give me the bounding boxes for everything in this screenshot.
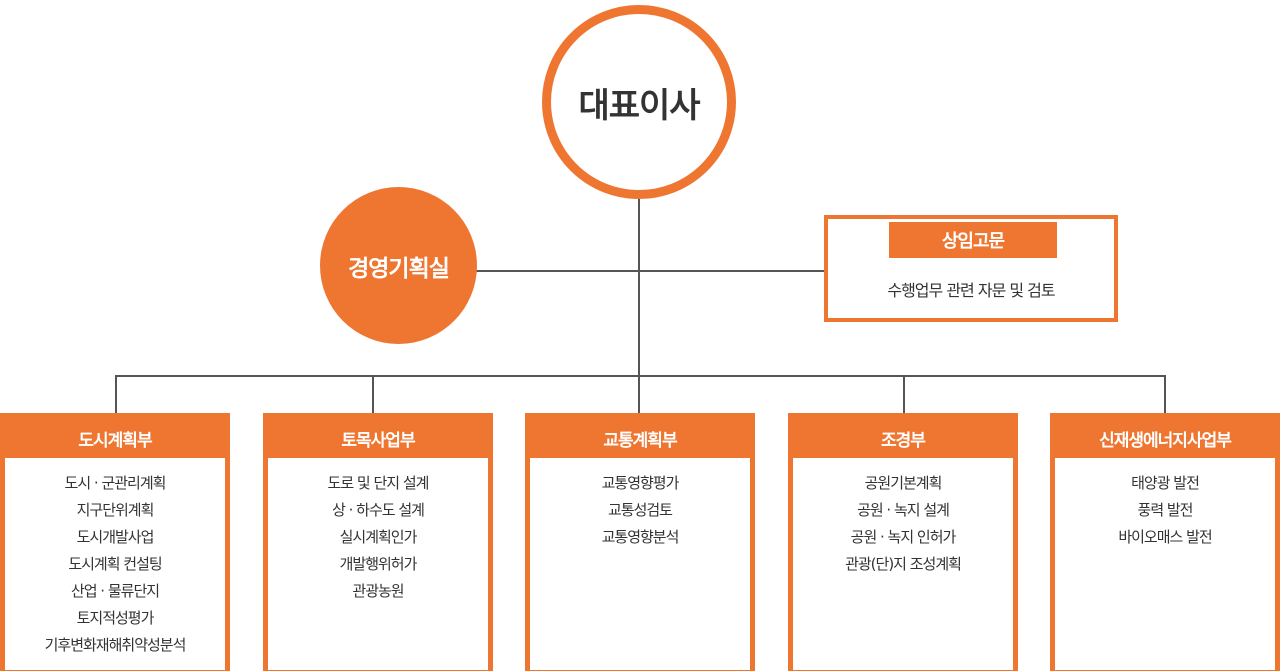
drop-line-1 xyxy=(115,375,117,413)
department-box-urban-planning: 도시계획부 도시 · 군관리계획 지구단위계획 도시개발사업 도시계획 컨설팅 … xyxy=(0,413,230,671)
advisor-title: 상임고문 xyxy=(889,222,1057,258)
department-item-list: 도로 및 단지 설계 상 · 하수도 설계 실시계획인가 개발행위허가 관광농원 xyxy=(268,458,488,605)
department-item: 상 · 하수도 설계 xyxy=(332,501,425,519)
department-item-list: 태양광 발전 풍력 발전 바이오매스 발전 xyxy=(1055,458,1275,551)
department-item: 공원기본계획 xyxy=(864,474,943,492)
department-item: 태양광 발전 xyxy=(1131,474,1200,492)
ceo-node: 대표이사 xyxy=(542,5,736,199)
department-item: 기후변화재해취약성분석 xyxy=(44,636,187,654)
drop-line-4 xyxy=(903,375,905,413)
department-title: 조경부 xyxy=(793,418,1013,458)
department-item: 풍력 발전 xyxy=(1137,501,1194,519)
department-item-list: 공원기본계획 공원 · 녹지 설계 공원 · 녹지 인허가 관광(단)지 조성계… xyxy=(793,458,1013,578)
department-title: 신재생에너지사업부 xyxy=(1055,418,1275,458)
advisor-description: 수행업무 관련 자문 및 검토 xyxy=(887,281,1055,300)
department-title: 도시계획부 xyxy=(5,418,225,458)
drop-line-2 xyxy=(372,375,374,413)
department-item: 교통영향평가 xyxy=(601,474,680,492)
drop-line-5 xyxy=(1164,375,1166,413)
department-item: 도로 및 단지 설계 xyxy=(327,474,430,492)
department-item-list: 도시 · 군관리계획 지구단위계획 도시개발사업 도시계획 컨설팅 산업 · 물… xyxy=(5,458,225,659)
department-item: 도시 · 군관리계획 xyxy=(64,474,167,492)
department-box-civil-engineering: 토목사업부 도로 및 단지 설계 상 · 하수도 설계 실시계획인가 개발행위허… xyxy=(263,413,493,671)
department-box-traffic-planning: 교통계획부 교통영향평가 교통성검토 교통영향분석 xyxy=(525,413,755,671)
department-item: 지구단위계획 xyxy=(76,501,155,519)
department-box-landscape: 조경부 공원기본계획 공원 · 녹지 설계 공원 · 녹지 인허가 관광(단)지… xyxy=(788,413,1018,671)
department-item: 바이오매스 발전 xyxy=(1118,528,1212,546)
department-item: 관광(단)지 조성계획 xyxy=(845,555,962,573)
department-item-list: 교통영향평가 교통성검토 교통영향분석 xyxy=(530,458,750,551)
department-item: 산업 · 물류단지 xyxy=(70,582,160,600)
department-title: 토목사업부 xyxy=(268,418,488,458)
department-item: 실시계획인가 xyxy=(339,528,418,546)
department-item: 토지적성평가 xyxy=(76,609,155,627)
department-item: 공원 · 녹지 인허가 xyxy=(850,528,957,546)
department-item: 도시계획 컨설팅 xyxy=(68,555,162,573)
department-title: 교통계획부 xyxy=(530,418,750,458)
department-item: 개발행위허가 xyxy=(339,555,418,573)
trunk-line xyxy=(638,195,640,413)
department-box-renewable-energy: 신재생에너지사업부 태양광 발전 풍력 발전 바이오매스 발전 xyxy=(1050,413,1280,671)
department-item: 교통영향분석 xyxy=(601,528,680,546)
department-bus-line xyxy=(115,375,1166,377)
planning-office-node: 경영기획실 xyxy=(320,187,477,344)
advisor-box: 상임고문 수행업무 관련 자문 및 검토 xyxy=(824,215,1118,322)
department-item: 교통성검토 xyxy=(607,501,673,519)
planning-office-label: 경영기획실 xyxy=(348,255,450,282)
staff-branch-line xyxy=(475,270,826,272)
department-item: 도시개발사업 xyxy=(76,528,155,546)
ceo-label: 대표이사 xyxy=(578,85,700,126)
department-item: 관광농원 xyxy=(352,582,404,600)
department-item: 공원 · 녹지 설계 xyxy=(857,501,950,519)
